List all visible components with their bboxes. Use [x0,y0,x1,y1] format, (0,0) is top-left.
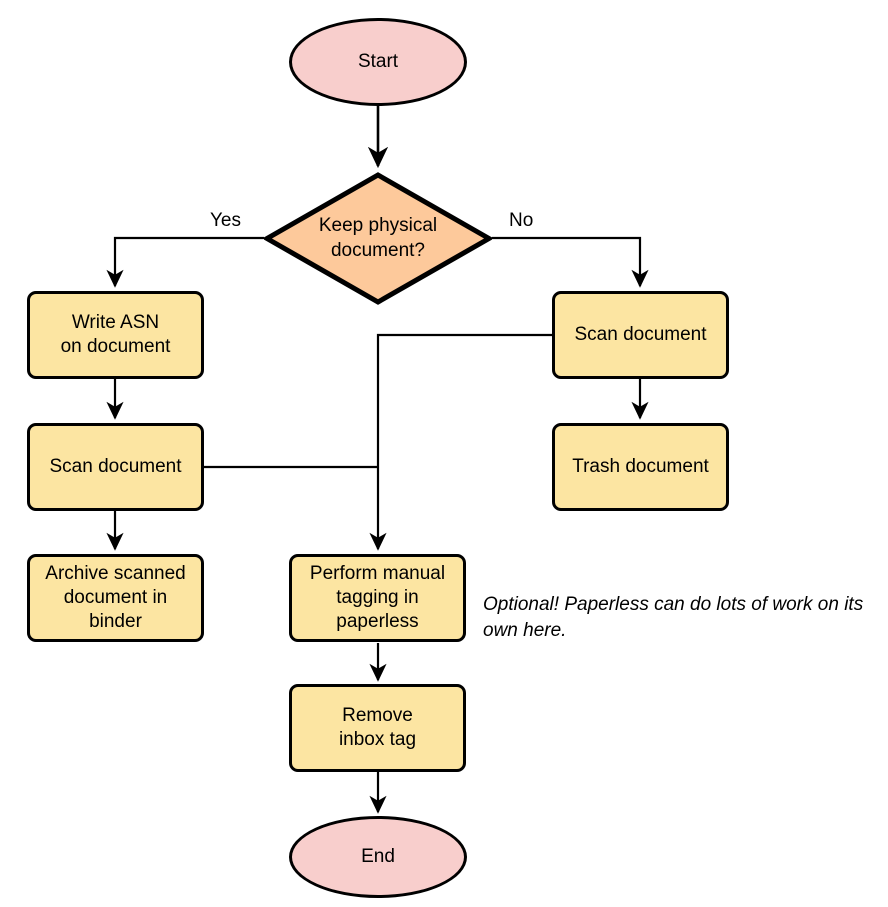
node-archive-label: Archive scanned document in binder [45,562,186,633]
annotation-optional-note: Optional! Paperless can do lots of work … [483,594,864,641]
node-end-label: End [361,845,395,867]
node-decision-label: Keep physical document? [318,215,438,261]
node-perform-manual-tagging-in-paperless[interactable]: Perform manual tagging in paperless [289,554,466,642]
node-end[interactable]: End [289,816,467,898]
diamond-shape-icon [264,172,492,305]
node-start-label: Start [357,50,399,72]
node-scan-document-right-label: Scan document [574,323,707,345]
node-remove-inbox-tag[interactable]: Remove inbox tag [289,684,466,772]
node-tagging-label: Perform manual tagging in paperless [309,562,446,633]
node-write-asn-label: Write ASN on document [60,311,171,357]
edge-label-yes: Yes [210,210,241,231]
node-remove-inbox-tag-label: Remove inbox tag [338,704,417,750]
node-scan-document-left[interactable]: Scan document [27,423,204,511]
edge-decision-no-to-scan-right [492,236,649,288]
edge-scan-right-to-tagging [369,333,552,551]
node-trash-document-label: Trash document [572,455,709,477]
edge-label-no: No [509,210,534,231]
node-trash-document[interactable]: Trash document [552,423,729,511]
edge-decision-yes-to-write-asn [106,236,264,288]
node-keep-physical-document-decision[interactable]: Keep physical document? [264,172,492,305]
node-scan-document-right[interactable]: Scan document [552,291,729,379]
node-write-asn-on-document[interactable]: Write ASN on document [27,291,204,379]
node-scan-document-left-label: Scan document [49,455,182,477]
node-archive-scanned-document-in-binder[interactable]: Archive scanned document in binder [27,554,204,642]
node-start[interactable]: Start [289,18,467,106]
